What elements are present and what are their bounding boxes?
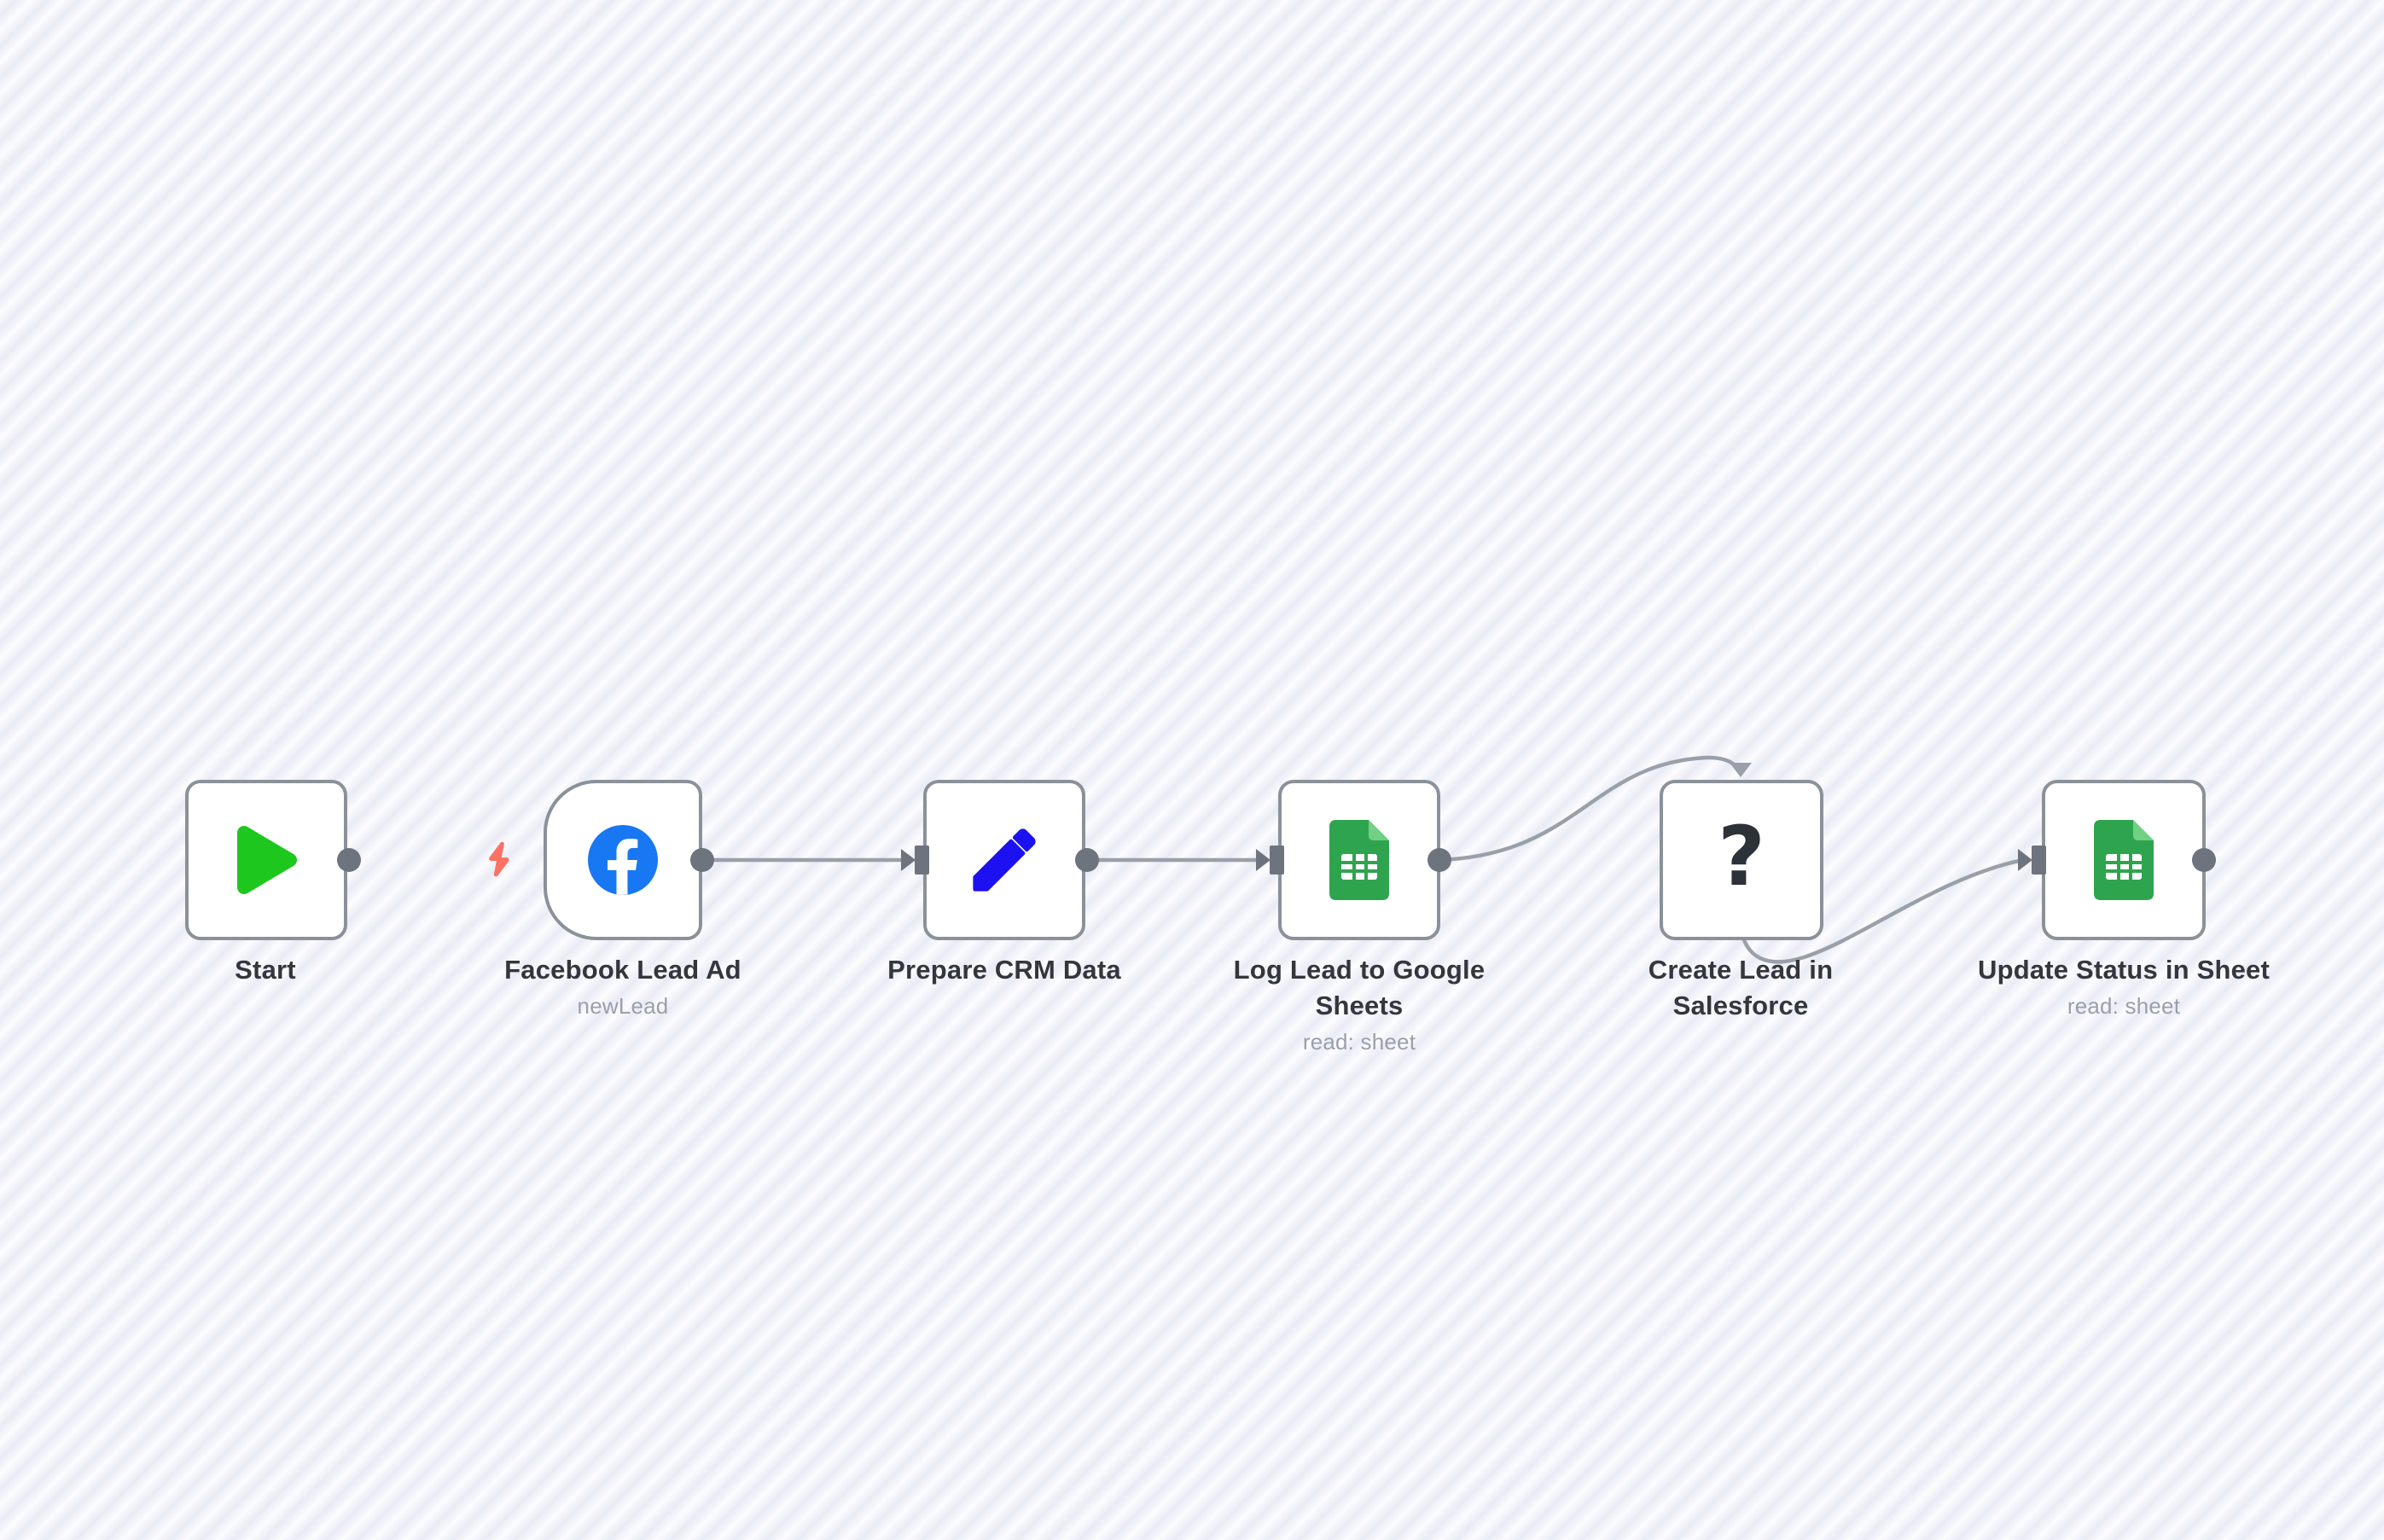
node-label-create-lead-in-salesforce: Create Lead in Salesforce bbox=[1648, 955, 1834, 1020]
node-update-status-in-sheet[interactable] bbox=[2042, 780, 2206, 940]
facebook-icon bbox=[588, 825, 658, 895]
trigger-bolt-icon bbox=[489, 841, 509, 877]
input-arrow-update-sheet bbox=[2018, 849, 2032, 871]
down-arrow-into-salesforce bbox=[1730, 763, 1752, 777]
node-start[interactable] bbox=[185, 780, 347, 940]
google-sheets-icon bbox=[2094, 820, 2154, 900]
question-mark-icon: ? bbox=[1718, 809, 1765, 904]
node-prepare-crm-data[interactable] bbox=[923, 780, 1085, 940]
play-icon bbox=[237, 826, 297, 894]
google-sheets-icon bbox=[1329, 820, 1389, 900]
node-subtitle-update-status-in-sheet: read: sheet bbox=[2067, 993, 2181, 1019]
node-label-prepare-crm-data: Prepare CRM Data bbox=[887, 955, 1121, 985]
node-subtitle-log-lead-to-google-sheets: read: sheet bbox=[1302, 1029, 1416, 1055]
node-log-lead-to-google-sheets[interactable] bbox=[1278, 780, 1440, 940]
node-create-lead-in-salesforce[interactable]: ? bbox=[1660, 780, 1823, 940]
node-label-log-lead-to-google-sheets: Log Lead to Google Sheets read: sheet bbox=[1231, 952, 1487, 1055]
pencil-icon bbox=[973, 828, 1036, 892]
node-label-update-status-in-sheet: Update Status in Sheet read: sheet bbox=[1945, 952, 2303, 1019]
node-label-facebook-lead-ad: Facebook Lead Ad newLead bbox=[444, 952, 802, 1019]
node-subtitle-facebook-lead-ad: newLead bbox=[577, 993, 669, 1019]
node-label-start: Start bbox=[235, 955, 296, 985]
input-arrow-prepare bbox=[901, 849, 916, 871]
input-arrow-sheets bbox=[1256, 849, 1270, 871]
node-facebook-lead-ad[interactable] bbox=[544, 780, 702, 940]
